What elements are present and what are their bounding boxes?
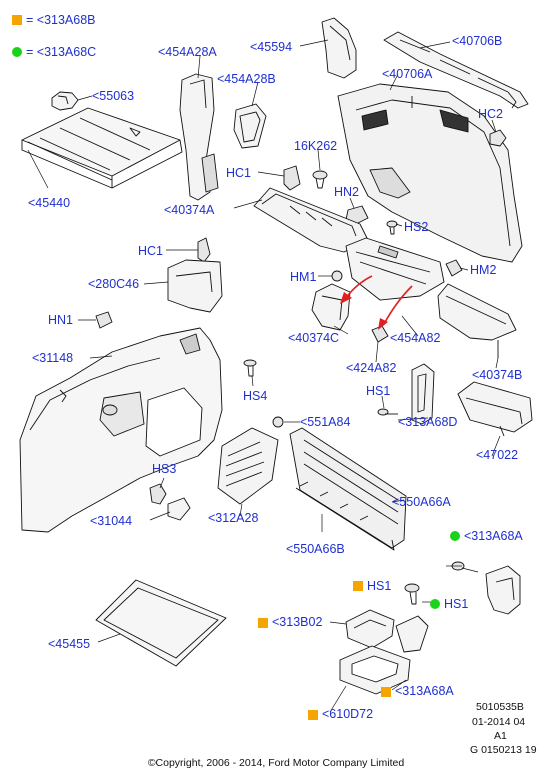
callout-454A82[interactable]: <454A82 bbox=[390, 331, 441, 345]
callout-550A66B[interactable]: <550A66B bbox=[286, 542, 345, 556]
green-circle-icon-HS1 bbox=[430, 599, 440, 609]
part-16K262-pin bbox=[312, 170, 328, 189]
leader-lines bbox=[27, 39, 501, 713]
legend-orange-square-icon bbox=[12, 15, 22, 25]
part-47022-tray bbox=[457, 381, 533, 437]
part-312A28-grille bbox=[217, 427, 279, 505]
part-HS1-screw-bottom bbox=[404, 583, 420, 605]
part-HC2-clip bbox=[489, 129, 507, 147]
part-313A68A-bracket bbox=[485, 565, 521, 615]
orange-square-icon-313A68A bbox=[381, 687, 391, 697]
legend-green-text: = <313A68C bbox=[26, 45, 97, 59]
part-40374B-scuff-plate bbox=[437, 283, 517, 358]
callout-40374C[interactable]: <40374C bbox=[288, 331, 340, 345]
part-HS2-screw bbox=[386, 220, 398, 235]
callout-45440[interactable]: <45440 bbox=[28, 196, 71, 210]
callout-47022[interactable]: <47022 bbox=[476, 448, 519, 462]
part-HC1-clip-b bbox=[197, 237, 211, 263]
callout-313A68A-bottom[interactable]: <313A68A bbox=[395, 684, 454, 698]
callout-16K262[interactable]: 16K262 bbox=[294, 139, 338, 153]
callout-HS1-b[interactable]: HS1 bbox=[367, 579, 392, 593]
callout-550A66A[interactable]: <550A66A bbox=[392, 495, 451, 509]
callout-454A28B[interactable]: <454A28B bbox=[217, 72, 276, 86]
part-center-sill-trim bbox=[345, 237, 445, 301]
ref-code: G 0150213 19 bbox=[470, 744, 537, 756]
part-HN1-nut bbox=[95, 311, 113, 329]
callout-HS4[interactable]: HS4 bbox=[243, 389, 268, 403]
part-HM1-grommet bbox=[331, 270, 343, 282]
callout-313B02[interactable]: <313B02 bbox=[272, 615, 323, 629]
part-HC1-clip-a bbox=[283, 165, 301, 191]
part-HS4-screw bbox=[243, 359, 257, 377]
part-40706B-header-strip bbox=[383, 31, 529, 109]
callout-55063[interactable]: <55063 bbox=[92, 89, 135, 103]
callout-40374A[interactable]: <40374A bbox=[164, 203, 215, 217]
callout-31148[interactable]: <31148 bbox=[32, 351, 74, 365]
legend-green-circle-icon bbox=[12, 47, 22, 57]
callout-40374B[interactable]: <40374B bbox=[472, 368, 523, 382]
ref-date: 01-2014 04 bbox=[472, 716, 526, 728]
orange-square-icon-610D72 bbox=[308, 710, 318, 720]
copyright-text: ©Copyright, 2006 - 2014, Ford Motor Comp… bbox=[147, 757, 405, 769]
part-454A28B-panel bbox=[233, 103, 267, 149]
part-280C46-bracket bbox=[167, 259, 223, 313]
callout-45594[interactable]: <45594 bbox=[250, 40, 293, 54]
callout-31044[interactable]: <31044 bbox=[90, 514, 133, 528]
callout-HS1-c[interactable]: HS1 bbox=[444, 597, 469, 611]
part-55063-clip bbox=[51, 91, 79, 111]
callout-HC1-b[interactable]: HC1 bbox=[138, 244, 164, 258]
part-45594-upper-trim bbox=[321, 17, 357, 79]
part-45440-load-cover bbox=[21, 107, 183, 189]
callout-424A82[interactable]: <424A82 bbox=[346, 361, 397, 375]
callout-HN1[interactable]: HN1 bbox=[48, 313, 74, 327]
callout-HS3[interactable]: HS3 bbox=[152, 462, 177, 476]
green-circle-icon-313A68A bbox=[450, 531, 460, 541]
callout-HC2[interactable]: HC2 bbox=[478, 107, 504, 121]
callout-454A28A[interactable]: <454A28A bbox=[158, 45, 217, 59]
callout-HS1-a[interactable]: HS1 bbox=[366, 384, 391, 398]
part-HS3-clip bbox=[149, 483, 167, 505]
part-610D72-bezel bbox=[339, 645, 411, 695]
callout-HC1-a[interactable]: HC1 bbox=[226, 166, 252, 180]
ref-number: 5010535B bbox=[476, 701, 524, 713]
part-HS1-screw-a bbox=[377, 408, 398, 416]
part-454A28A-pillar-trim bbox=[179, 73, 219, 201]
callout-551A84[interactable]: <551A84 bbox=[300, 415, 351, 429]
ref-revision: A1 bbox=[494, 730, 507, 742]
orange-square-icon-313B02 bbox=[258, 618, 268, 628]
callout-280C46[interactable]: <280C46 bbox=[88, 277, 140, 291]
part-45455-floor-mat bbox=[95, 579, 227, 667]
callout-312A28[interactable]: <312A28 bbox=[208, 511, 259, 525]
part-31044-cover bbox=[167, 497, 191, 521]
callout-HM1[interactable]: HM1 bbox=[290, 270, 317, 284]
part-HM2-grommet bbox=[445, 259, 463, 277]
callout-HM2[interactable]: HM2 bbox=[470, 263, 497, 277]
part-313A68D-handle bbox=[411, 363, 435, 425]
callout-45455[interactable]: <45455 bbox=[48, 637, 91, 651]
part-HS1-screw-right bbox=[451, 561, 479, 573]
callout-HS2[interactable]: HS2 bbox=[404, 220, 429, 234]
part-313A68A-bottom-bracket bbox=[395, 615, 429, 653]
callout-313A68A[interactable]: <313A68A bbox=[464, 529, 523, 543]
red-arrowheads bbox=[340, 292, 388, 330]
orange-square-icon-HS1 bbox=[353, 581, 363, 591]
part-40374C-trim bbox=[311, 283, 351, 331]
callout-40706B[interactable]: <40706B bbox=[452, 34, 503, 48]
part-40706A-liftgate-trim bbox=[337, 83, 523, 263]
legend-orange-text: = <313A68B bbox=[26, 13, 96, 27]
part-313B02-cover bbox=[345, 609, 395, 649]
callout-40706A[interactable]: <40706A bbox=[382, 67, 433, 81]
part-550A66-panel bbox=[289, 427, 407, 551]
callout-HN2[interactable]: HN2 bbox=[334, 185, 360, 199]
part-31148-quarter-trim bbox=[19, 327, 223, 533]
callout-313A68D[interactable]: <313A68D bbox=[398, 415, 458, 429]
part-551A84-clip bbox=[272, 416, 284, 428]
callout-610D72[interactable]: <610D72 bbox=[322, 707, 374, 721]
